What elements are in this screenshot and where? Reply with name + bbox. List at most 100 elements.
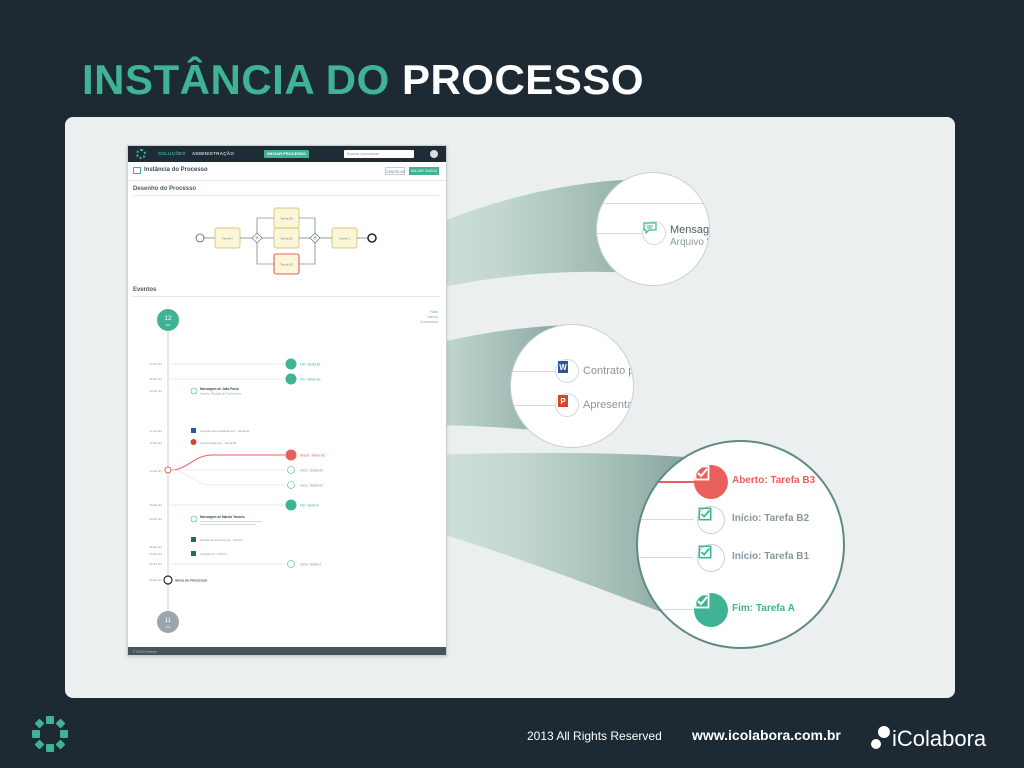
website-link[interactable]: www.icolabora.com.br <box>692 727 841 743</box>
svg-text:JUL: JUL <box>165 323 171 327</box>
app-screenshot: SOLUÇÕES ADMINISTRAÇÃO INICIAR PROCESSO … <box>127 145 447 656</box>
svg-text:+: + <box>255 236 259 242</box>
svg-text:Cotação.xls - Tarefa A: Cotação.xls - Tarefa A <box>200 552 227 556</box>
slide-title: INSTÂNCIA DO PROCESSO <box>82 56 644 104</box>
event-inicio-b2[interactable] <box>287 466 295 474</box>
event-inicio-a[interactable] <box>287 560 295 568</box>
svg-text:P: P <box>560 397 566 406</box>
event-branch-node <box>164 466 172 474</box>
search-input[interactable]: Buscar processos <box>344 150 414 158</box>
bpmn-gateway-join <box>309 232 321 244</box>
powerpoint-icon: P <box>555 393 579 417</box>
page-header: Instância do Processo CANCELAR SALVAR DA… <box>128 162 446 181</box>
bpmn-diagram: Tarefa A + Tarefa B2 Tarefa B1 Tarefa B3… <box>195 207 377 275</box>
svg-text:INÍCIO DO PROCESSO: INÍCIO DO PROCESSO <box>175 578 208 583</box>
divider <box>133 296 439 297</box>
event-fim-b1[interactable] <box>285 358 297 370</box>
svg-text:09:30 am: 09:30 am <box>149 545 162 549</box>
nav-administracao[interactable]: ADMINISTRAÇÃO <box>192 151 235 156</box>
start-process-button[interactable]: INICIAR PROCESSO <box>264 150 309 158</box>
word-doc-icon: W <box>555 359 579 383</box>
event-process-start <box>163 575 173 585</box>
content-panel: SOLUÇÕES ADMINISTRAÇÃO INICIAR PROCESSO … <box>65 117 955 698</box>
event-xls-cotacao[interactable] <box>191 551 196 556</box>
zoom-doc-apresentacao: Apresentaç <box>583 399 634 411</box>
task-open-icon <box>694 465 728 499</box>
event-fim-a[interactable] <box>285 499 297 511</box>
copyright-text: 2013 All Rights Reserved <box>527 729 662 743</box>
task-c-label: Tarefa C <box>339 237 351 241</box>
svg-text:Início: Tarefa B2: Início: Tarefa B2 <box>300 469 323 473</box>
svg-text:Início: Tarefa A: Início: Tarefa A <box>300 563 322 567</box>
task-started-icon <box>697 544 725 572</box>
timeline-events: 10:15 pm Fim: Tarefa B1 10:05 pm Fim: Ta… <box>149 358 325 585</box>
svg-text:JUL: JUL <box>165 625 171 629</box>
filter-comentarios[interactable]: Comentários <box>420 320 438 324</box>
event-message-marcia[interactable] <box>190 515 198 523</box>
svg-text:11:05 am: 11:05 am <box>150 441 163 445</box>
cancel-button[interactable]: CANCELAR <box>385 167 405 175</box>
svg-text:iColabora: iColabora <box>892 726 987 751</box>
task-done-icon <box>694 593 728 627</box>
zoom-tasks: Aberto: Tarefa B3 Início: Tarefa B2 Iníc… <box>636 440 845 649</box>
zoom-message-title: Mensagem <box>670 224 710 236</box>
mockup-drawing: Tarefa A + Tarefa B2 Tarefa B1 Tarefa B3… <box>128 207 446 655</box>
user-avatar-icon[interactable] <box>430 150 438 158</box>
svg-text:Fim: Tarefa A: Fim: Tarefa A <box>300 504 320 508</box>
section-events-title: Eventos <box>133 287 157 293</box>
task-b2-row: Início: Tarefa B2 <box>732 513 810 524</box>
task-started-icon <box>697 506 725 534</box>
svg-text:Fim: Tarefa B1: Fim: Tarefa B1 <box>300 363 321 367</box>
date-badge-top <box>157 309 179 331</box>
task-b2-label: Tarefa B2 <box>280 217 293 221</box>
zoom-documents: W Contrato pa P Apresentaç <box>510 324 634 448</box>
section-design-title: Desenho do Processo <box>133 186 197 192</box>
svg-text:Apresentação.ppt - Tarefa B1: Apresentação.ppt - Tarefa B1 <box>200 441 237 445</box>
zoom-message: Mensagem Arquivo "R <box>596 172 710 286</box>
event-fim-b2[interactable] <box>285 373 297 385</box>
zoom-doc-contrato: Contrato pa <box>583 365 634 377</box>
task-a-label: Tarefa A <box>222 237 233 241</box>
filter-fluxo[interactable]: Fluxo <box>430 310 438 314</box>
page-title: Instância do Processo <box>144 167 208 173</box>
zoom-message-subtitle: Arquivo "R <box>670 237 710 248</box>
event-doc-contrato[interactable] <box>191 428 196 433</box>
event-message-joao[interactable] <box>190 387 198 395</box>
svg-text:10:00 pm: 10:00 pm <box>149 389 162 393</box>
svg-text:10:25 am: 10:25 am <box>149 517 162 521</box>
svg-text:09:15 am: 09:15 am <box>149 562 162 566</box>
save-button[interactable]: SALVAR DADOS <box>409 167 439 175</box>
app-logo-icon <box>136 149 146 159</box>
event-xls-relacao[interactable] <box>191 537 196 542</box>
svg-text:© 2013 iColabora: © 2013 iColabora <box>133 650 157 654</box>
event-ppt-apresentacao[interactable] <box>190 439 197 445</box>
event-inicio-b1[interactable] <box>287 481 295 489</box>
divider <box>133 195 439 196</box>
svg-text:11:30 am: 11:30 am <box>150 429 163 433</box>
svg-text:09:00 am: 09:00 am <box>149 578 162 582</box>
svg-text:Aberto: Tarefa B3: Aberto: Tarefa B3 <box>300 454 325 458</box>
svg-text:+: + <box>313 236 317 242</box>
svg-text:W: W <box>559 363 567 372</box>
svg-text:09:25 am: 09:25 am <box>149 552 162 556</box>
event-aberto-b3[interactable] <box>285 449 297 461</box>
process-icon <box>133 167 141 174</box>
svg-text:Mensagem de João Paulo: Mensagem de João Paulo <box>200 387 239 391</box>
svg-text:Relação de Produtos.xls - Tare: Relação de Produtos.xls - Tarefa A <box>200 538 243 542</box>
task-b1-row: Início: Tarefa B1 <box>732 551 810 562</box>
svg-text:11:00 am: 11:00 am <box>150 469 163 473</box>
task-b3-label: Tarefa B3 <box>280 263 293 267</box>
slide-title-green: INSTÂNCIA DO <box>82 56 390 103</box>
svg-text:10:05 pm: 10:05 pm <box>149 377 162 381</box>
svg-text:11: 11 <box>165 617 172 624</box>
icolabora-mark-icon <box>32 716 68 752</box>
task-b1-label: Tarefa B1 <box>280 237 293 241</box>
filter-nativos[interactable]: Nativos <box>427 315 438 319</box>
svg-text:10:30 am: 10:30 am <box>149 503 162 507</box>
svg-text:10:15 pm: 10:15 pm <box>149 362 162 366</box>
nav-solucoes[interactable]: SOLUÇÕES <box>158 151 186 156</box>
app-topbar: SOLUÇÕES ADMINISTRAÇÃO INICIAR PROCESSO … <box>128 146 446 162</box>
svg-text:12: 12 <box>164 315 172 322</box>
svg-text:Contrato para avaliação.doc -: Contrato para avaliação.doc - Tarefa B1 <box>200 429 250 433</box>
bpmn-end-event <box>367 233 377 243</box>
